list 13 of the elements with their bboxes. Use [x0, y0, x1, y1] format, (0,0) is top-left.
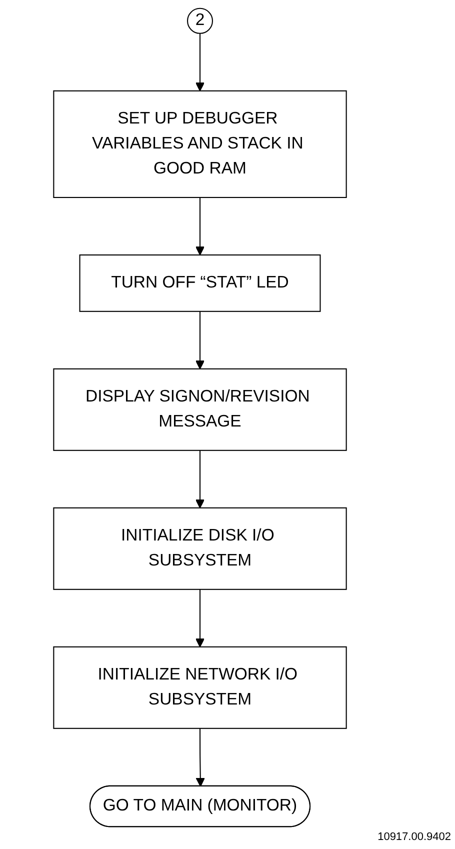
arrow [195, 33, 205, 92]
node-box: DISPLAY SIGNON/REVISION MESSAGE [53, 368, 347, 451]
node-box: SET UP DEBUGGER VARIABLES AND STACK IN GOOD RAM [53, 90, 347, 198]
arrow [196, 728, 205, 787]
figure-number: 10917.00.9402 [378, 831, 451, 843]
arrow [195, 311, 205, 370]
node-circle: 2 [186, 8, 214, 34]
arrow [195, 589, 205, 648]
arrow [195, 197, 205, 256]
node-box: INITIALIZE NETWORK I/O SUBSYSTEM [53, 646, 347, 729]
node-box: TURN OFF “STAT” LED [79, 254, 321, 312]
node-box: INITIALIZE DISK I/O SUBSYSTEM [53, 507, 347, 590]
arrow [195, 450, 205, 508]
